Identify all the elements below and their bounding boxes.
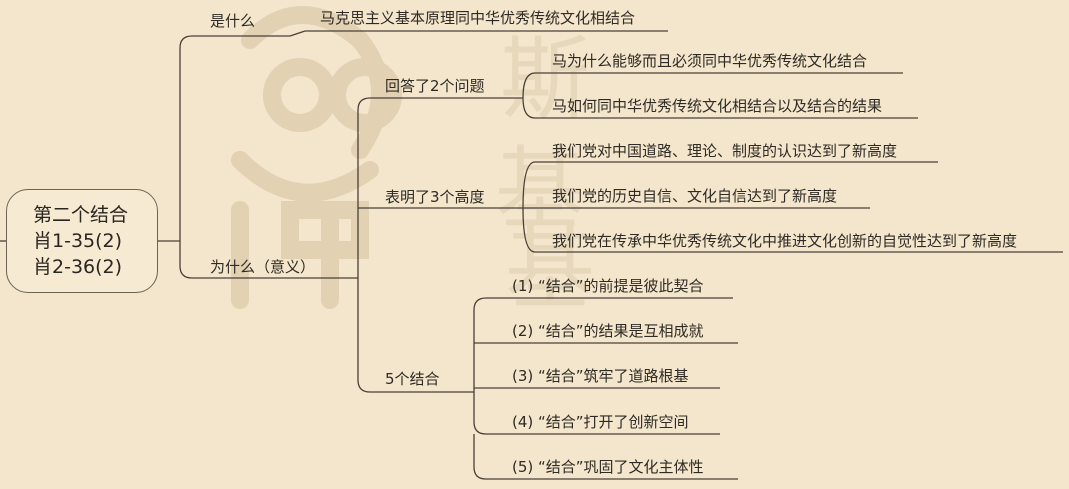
branch-what[interactable]: 是什么 xyxy=(210,12,256,30)
root-ref-2: 肖2-36(2) xyxy=(33,256,123,278)
combo-item-5[interactable]: (5) “结合”巩固了文化主体性 xyxy=(512,458,704,476)
answered-item-2[interactable]: 马如何同中华优秀传统文化相结合以及结合的结果 xyxy=(552,97,883,115)
branch-answered[interactable]: 回答了2个问题 xyxy=(385,77,485,95)
root-ref-1: 肖1-35(2) xyxy=(33,230,123,252)
heights-item-3[interactable]: 我们党在传承中华优秀传统文化中推进文化创新的自觉性达到了新高度 xyxy=(552,232,1018,250)
answered-item-1[interactable]: 马为什么能够而且必须同中华优秀传统文化结合 xyxy=(552,52,868,70)
branch-why[interactable]: 为什么（意义） xyxy=(210,258,316,276)
branch-combos[interactable]: 5个结合 xyxy=(385,370,440,388)
what-definition[interactable]: 马克思主义基本原理同中华优秀传统文化相结合 xyxy=(320,9,636,27)
combo-item-3[interactable]: (3) “结合”筑牢了道路根基 xyxy=(512,367,689,385)
heights-item-2[interactable]: 我们党的历史自信、文化自信达到了新高度 xyxy=(552,187,838,205)
branch-heights[interactable]: 表明了3个高度 xyxy=(385,188,485,206)
root-title: 第二个结合 xyxy=(33,204,129,226)
heights-item-1[interactable]: 我们党对中国道路、理论、制度的认识达到了新高度 xyxy=(552,142,898,160)
combo-item-2[interactable]: (2) “结合”的结果是互相成就 xyxy=(512,322,704,340)
combo-item-4[interactable]: (4) “结合”打开了创新空间 xyxy=(512,413,689,431)
root-node[interactable]: 第二个结合 肖1-35(2) 肖2-36(2) xyxy=(6,189,158,293)
combo-item-1[interactable]: (1) “结合”的前提是彼此契合 xyxy=(512,277,704,295)
